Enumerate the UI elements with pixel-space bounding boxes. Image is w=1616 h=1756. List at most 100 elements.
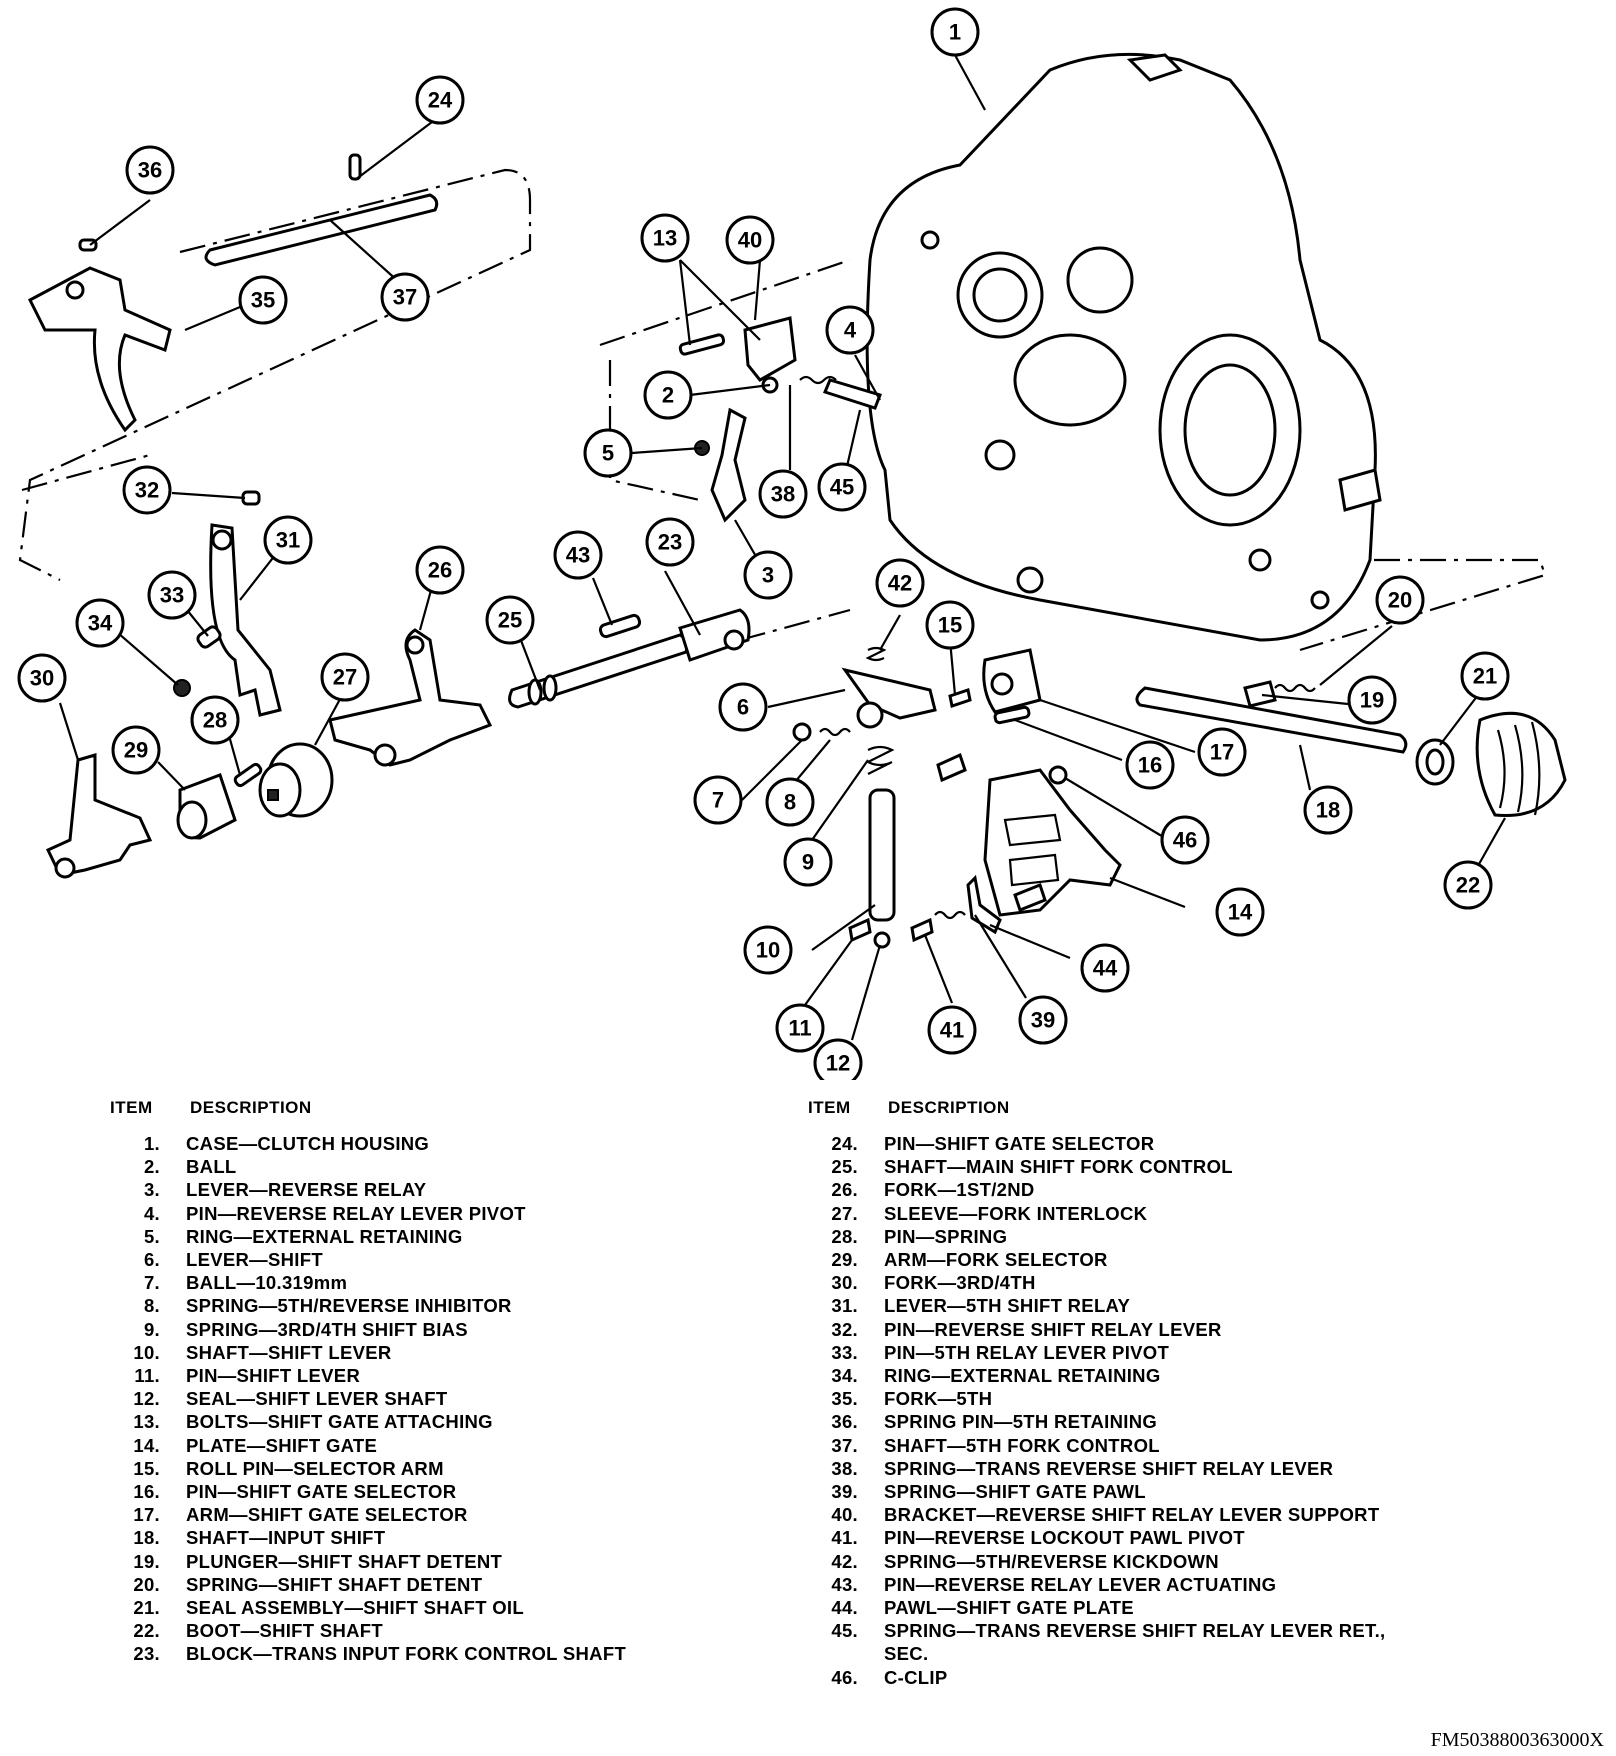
legend-item-description: LEVER—SHIFT [186,1249,323,1271]
legend-item-number: 37. [831,1434,858,1456]
fifth-shift-relay-lever [209,523,282,717]
svg-text:33: 33 [160,583,184,608]
shift-gate-selector-pin-16 [993,705,1031,725]
callout-6: 6 [718,682,768,732]
callout-32: 32 [122,465,172,515]
legend-row: 2.BALL [110,1155,710,1178]
shift-lever-shaft [868,788,896,922]
legend-item-description: PIN—REVERSE RELAY LEVER ACTUATING [884,1573,1277,1595]
legend-item-description: BOLTS—SHIFT GATE ATTACHING [186,1411,493,1433]
callout-14: 14 [1215,887,1265,937]
legend-item-number: 38. [831,1457,858,1479]
legend-row: 17.ARM—SHIFT GATE SELECTOR [110,1503,710,1526]
legend-item-number: 13. [133,1411,160,1433]
legend-header-description: DESCRIPTION [190,1098,312,1117]
callout-23: 23 [645,517,695,567]
legend-row: 39.SPRING—SHIFT GATE PAWL [808,1480,1408,1503]
legend-row: 29. ARM—FORK SELECTOR [808,1248,1408,1271]
svg-text:28: 28 [203,708,227,733]
legend-item-number: 22. [133,1620,160,1642]
legend-item-number: 27. [831,1202,858,1224]
legend-row: 9.SPRING—3RD/4TH SHIFT BIAS [110,1318,710,1341]
legend-item-description: PIN—5TH RELAY LEVER PIVOT [884,1341,1170,1363]
callout-9: 9 [783,837,833,887]
callout-10: 10 [743,925,793,975]
legend-row: 36. SPRING PIN—5TH RETAINING [808,1410,1408,1433]
legend-row: 22.BOOT—SHIFT SHAFT [110,1619,710,1642]
legend-item-description: LEVER—5TH SHIFT RELAY [884,1295,1131,1317]
svg-text:44: 44 [1093,956,1118,981]
svg-text:40: 40 [738,228,762,253]
legend-header: ITEM DESCRIPTION [110,1098,710,1118]
svg-text:18: 18 [1316,798,1340,823]
callout-13: 13 [640,213,690,263]
legend-item-description: RING—EXTERNAL RETAINING [186,1225,463,1247]
c-clip [1048,765,1068,785]
legend-item-description: PIN—REVERSE SHIFT RELAY LEVER [884,1318,1222,1340]
legend-row: 16. PIN—SHIFT GATE SELECTOR [110,1480,710,1503]
callout-43: 43 [553,530,603,580]
legend-row: 4. PIN—REVERSE RELAY LEVER PIVOT [110,1202,710,1225]
legend-row: 1.CASE—CLUTCH HOUSING [110,1132,710,1155]
legend-item-description: PIN—SPRING [884,1225,1008,1247]
svg-text:19: 19 [1360,688,1384,713]
legend-header: ITEM DESCRIPTION [808,1098,1408,1118]
callout-33: 33 [147,570,197,620]
callout-8: 8 [765,777,815,827]
svg-text:20: 20 [1388,588,1412,613]
shift-shaft-oil-seal [1415,738,1455,786]
legend-row: 25.SHAFT—MAIN SHIFT FORK CONTROL [808,1155,1408,1178]
svg-text:30: 30 [30,666,54,691]
legend-item-description: ARM—FORK SELECTOR [884,1249,1108,1271]
legend-row: 6.LEVER—SHIFT [110,1248,710,1271]
callout-31: 31 [263,515,313,565]
svg-text:32: 32 [135,478,159,503]
callout-2: 2 [643,370,693,420]
legend-item-number: 16. [133,1481,160,1503]
svg-text:2: 2 [662,383,674,408]
legend-item-description: FORK—3RD/4TH [884,1272,1036,1294]
callout-30: 30 [17,653,67,703]
legend-item-number: 24. [831,1133,858,1154]
legend-item-number: 29. [831,1249,858,1271]
legend-item-number: 5. [143,1225,160,1247]
legend-item-number: 35. [831,1388,858,1410]
legend-row: 37.SHAFT—5TH FORK CONTROL [808,1434,1408,1457]
legend-item-number: 10. [133,1341,160,1363]
legend-item-number: 8. [143,1295,160,1317]
svg-text:23: 23 [658,530,682,555]
callout-21: 21 [1460,651,1510,701]
legend-item-description: FORK—5TH [884,1388,993,1410]
svg-text:15: 15 [938,613,962,638]
main-shift-fork-control-shaft [508,633,689,709]
legend-row: 21.SEAL ASSEMBLY—SHIFT SHAFT OIL [110,1596,710,1619]
callout-44: 44 [1080,943,1130,993]
callout-17: 17 [1197,727,1247,777]
legend-item-number: 2. [143,1156,160,1178]
legend-row: 24.PIN—SHIFT GATE SELECTOR [808,1132,1408,1155]
legend-row: 12.SEAL—SHIFT LEVER SHAFT [110,1387,710,1410]
legend-item-description: BALL—10.319mm [186,1272,348,1294]
legend-item-description: SPRING PIN—5TH RETAINING [884,1411,1158,1433]
legend-row: 13. BOLTS—SHIFT GATE ATTACHING [110,1410,710,1433]
svg-text:8: 8 [784,790,796,815]
legend-item-description: PIN—REVERSE RELAY LEVER PIVOT [186,1202,526,1224]
legend-row: 14.PLATE—SHIFT GATE [110,1434,710,1457]
svg-text:38: 38 [771,482,795,507]
callout-7: 7 [693,775,743,825]
legend-item-number: 36. [831,1411,858,1433]
callout-3: 3 [743,550,793,600]
legend-item-description: PIN—SHIFT GATE SELECTOR [186,1481,457,1503]
legend-row: 20.SPRING—SHIFT SHAFT DETENT [110,1573,710,1596]
legend-item-number: 3. [143,1179,160,1201]
legend-item-number: 39. [831,1481,858,1503]
callout-15: 15 [925,600,975,650]
legend-item-number: 4. [143,1202,160,1224]
legend-row: 42.SPRING—5TH/REVERSE KICKDOWN [808,1550,1408,1573]
svg-text:7: 7 [712,788,724,813]
callout-12: 12 [813,1038,863,1080]
legend-row: 44.PAWL—SHIFT GATE PLATE [808,1596,1408,1619]
legend-item-number: 20. [133,1573,160,1595]
